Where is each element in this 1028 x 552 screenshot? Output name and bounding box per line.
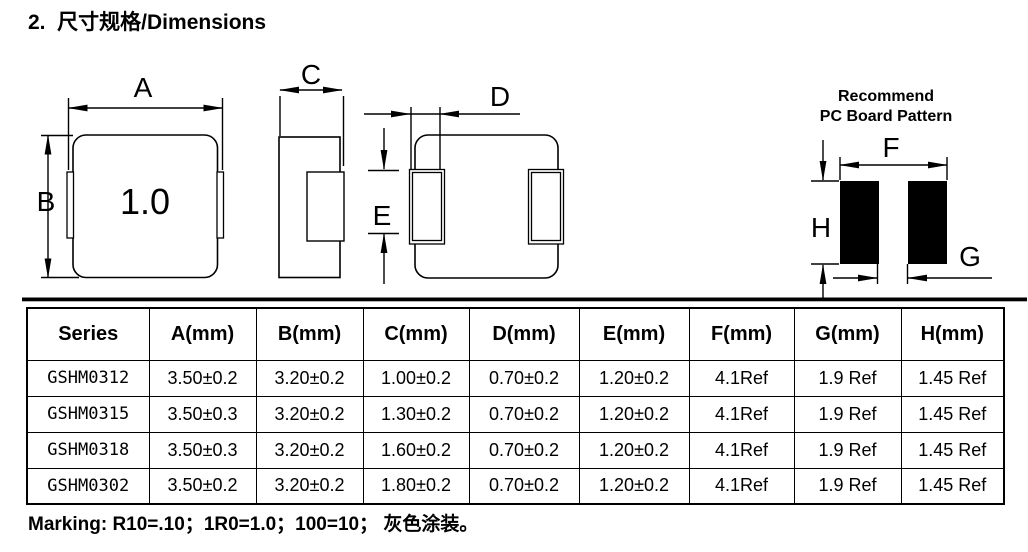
value-cell: 1.20±0.2 xyxy=(578,359,690,397)
dim-e-label: E xyxy=(373,200,392,231)
pcb-pattern-drawing: Recommend PC Board Pattern F H G xyxy=(811,88,992,299)
dim-d-label: D xyxy=(490,81,510,112)
value-cell: 4.1Ref xyxy=(688,359,795,397)
dim-h-label: H xyxy=(811,212,831,243)
dim-c-label: C xyxy=(301,59,321,90)
value-cell: 3.20±0.2 xyxy=(255,431,364,469)
terminal-side-view xyxy=(306,171,345,242)
value-cell: 4.1Ref xyxy=(688,395,795,433)
series-cell: GSHM0302 xyxy=(26,467,150,505)
table-row: GSHM0302 3.50±0.2 3.20±0.2 1.80±0.2 0.70… xyxy=(26,467,1005,505)
side-view-drawing: C xyxy=(278,59,345,279)
value-cell: 1.20±0.2 xyxy=(578,467,690,505)
col-header-series: Series xyxy=(26,307,150,361)
value-cell: 3.50±0.2 xyxy=(148,467,257,505)
pcb-pad-right xyxy=(908,181,947,264)
value-cell: 3.50±0.2 xyxy=(148,359,257,397)
table-row: GSHM0315 3.50±0.3 3.20±0.2 1.30±0.2 0.70… xyxy=(26,395,1005,433)
pad-right-inner xyxy=(530,171,562,242)
col-header-d: D(mm) xyxy=(468,307,580,361)
bottom-view-drawing: D E xyxy=(364,81,565,284)
value-cell: 1.20±0.2 xyxy=(578,395,690,433)
pcb-pad-left xyxy=(840,181,879,264)
value-cell: 1.9 Ref xyxy=(793,395,902,433)
value-cell: 1.80±0.2 xyxy=(362,467,470,505)
terminal-tab-left xyxy=(66,171,75,239)
series-cell: GSHM0318 xyxy=(26,431,150,469)
marking-note: Marking: R10=.10；1R0=1.0；100=10； 灰色涂装。 xyxy=(28,514,479,535)
value-cell: 0.70±0.2 xyxy=(468,359,580,397)
table-row: GSHM0312 3.50±0.2 3.20±0.2 1.00±0.2 0.70… xyxy=(26,359,1005,397)
dimensions-table: Series A(mm) B(mm) C(mm) D(mm) E(mm) F(m… xyxy=(26,307,1005,505)
value-cell: 1.9 Ref xyxy=(793,359,902,397)
value-cell: 0.70±0.2 xyxy=(468,431,580,469)
value-cell: 1.45 Ref xyxy=(900,359,1005,397)
section-title: 2. 尺寸规格/Dimensions xyxy=(28,11,267,34)
dim-a-label: A xyxy=(134,72,153,103)
dim-g-label: G xyxy=(959,241,981,272)
top-view-drawing: A B 1.0 xyxy=(37,72,225,279)
dimension-drawings: A B 1.0 C D xyxy=(22,59,1027,302)
col-header-h: H(mm) xyxy=(900,307,1005,361)
value-cell: 1.30±0.2 xyxy=(362,395,470,433)
value-cell: 1.45 Ref xyxy=(900,467,1005,505)
value-cell: 0.70±0.2 xyxy=(468,395,580,433)
value-cell: 3.20±0.2 xyxy=(255,359,364,397)
col-header-c: C(mm) xyxy=(362,307,470,361)
col-header-g: G(mm) xyxy=(793,307,902,361)
value-cell: 4.1Ref xyxy=(688,467,795,505)
value-cell: 1.45 Ref xyxy=(900,431,1005,469)
value-cell: 3.20±0.2 xyxy=(255,395,364,433)
value-cell: 1.20±0.2 xyxy=(578,431,690,469)
terminal-tab-right xyxy=(216,171,225,239)
pcb-title-line1: Recommend xyxy=(838,88,934,105)
series-cell: GSHM0312 xyxy=(26,359,150,397)
value-cell: 1.9 Ref xyxy=(793,431,902,469)
inductance-marking: 1.0 xyxy=(120,181,170,222)
value-cell: 1.9 Ref xyxy=(793,467,902,505)
dim-f-label: F xyxy=(882,132,899,163)
table-row: GSHM0318 3.50±0.3 3.20±0.2 1.60±0.2 0.70… xyxy=(26,431,1005,469)
value-cell: 1.60±0.2 xyxy=(362,431,470,469)
pcb-title-line2: PC Board Pattern xyxy=(820,108,952,125)
col-header-b: B(mm) xyxy=(255,307,364,361)
value-cell: 3.50±0.3 xyxy=(148,431,257,469)
col-header-f: F(mm) xyxy=(688,307,795,361)
col-header-a: A(mm) xyxy=(148,307,257,361)
value-cell: 0.70±0.2 xyxy=(468,467,580,505)
col-header-e: E(mm) xyxy=(578,307,690,361)
section-divider-rule xyxy=(22,297,1027,302)
value-cell: 3.20±0.2 xyxy=(255,467,364,505)
pad-left-inner xyxy=(411,171,443,242)
series-cell: GSHM0315 xyxy=(26,395,150,433)
value-cell: 1.00±0.2 xyxy=(362,359,470,397)
value-cell: 1.45 Ref xyxy=(900,395,1005,433)
dim-b-label: B xyxy=(37,186,56,217)
value-cell: 3.50±0.3 xyxy=(148,395,257,433)
value-cell: 4.1Ref xyxy=(688,431,795,469)
table-header-row: Series A(mm) B(mm) C(mm) D(mm) E(mm) F(m… xyxy=(26,307,1005,361)
